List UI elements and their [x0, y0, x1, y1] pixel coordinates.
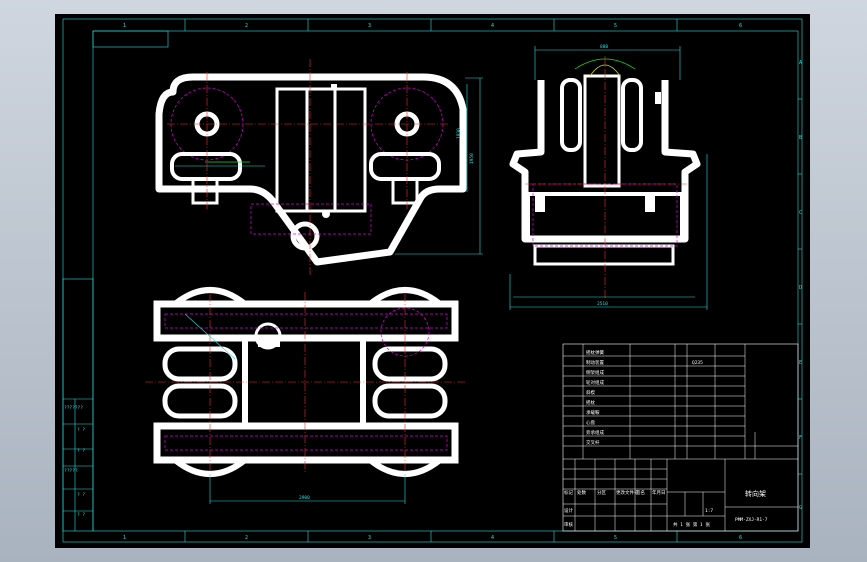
part-7: 承载鞍: [586, 409, 600, 416]
zone-right-a: A: [799, 60, 802, 66]
part-5: 斜楔: [586, 389, 595, 396]
part-3: 侧架组成: [586, 369, 604, 376]
title-block: 摇枕弹簧 制动装置 侧架组成 轮对组成 斜楔 摇枕 承载鞍 心盘 旁承组成 交叉…: [562, 343, 799, 532]
zone-top-3: 3: [368, 23, 371, 29]
zone-top-2: 2: [245, 23, 248, 29]
zone-right-b: B: [799, 135, 802, 141]
zone-bottom-3: 3: [368, 535, 371, 541]
hdr-count: 处数: [577, 489, 586, 496]
zone-top-1: 1: [123, 23, 126, 29]
dim-plan-length: 2900: [299, 495, 310, 501]
zone-bottom-2: 2: [245, 535, 248, 541]
zone-top-6: 6: [739, 23, 742, 29]
dim-side-bottom: 2510: [597, 301, 608, 307]
zone-right-f: F: [799, 435, 802, 441]
hdr-zone: 分区: [597, 489, 606, 496]
part-4: 轮对组成: [586, 379, 604, 386]
zone-right-d: D: [799, 285, 802, 291]
zone-bottom-4: 4: [491, 535, 494, 541]
zone-top-4: 4: [491, 23, 494, 29]
dim-front-height: 1950: [469, 153, 475, 164]
zone-ticks: [184, 19, 802, 542]
part-6: 摇枕: [586, 399, 595, 406]
part-material: Q235: [692, 360, 703, 366]
strip-label-5: ? ?: [77, 492, 85, 498]
drawing-number: PMM-ZXJ-R1-7: [735, 517, 768, 523]
bogie-assembly-drawing: 1 2 3 4 5 6 1 2 3 4 5 6 A B C D E F G ??…: [62, 18, 803, 543]
zone-right-g: G: [799, 505, 802, 511]
dim-side-top: 880: [600, 44, 608, 50]
zone-right-c: C: [799, 210, 802, 216]
weight-scale: 1:7: [705, 508, 713, 514]
dim-front-inner: 1830: [456, 128, 462, 139]
plan-view: 2900: [145, 287, 467, 504]
zone-labels: 1 2 3 4 5 6 1 2 3 4 5 6 A B C D E F G: [123, 23, 802, 541]
top-left-code-box: [92, 30, 169, 48]
zone-bottom-6: 6: [739, 535, 742, 541]
strip-label-6: ? ?: [77, 512, 85, 518]
inner-frame: [92, 30, 799, 532]
side-view: 880 2510: [509, 44, 708, 310]
strip-label-3: ? ?: [77, 448, 85, 454]
front-view: 1950 1830: [155, 59, 483, 276]
drawing-sheet: 1 2 3 4 5 6 1 2 3 4 5 6 A B C D E F G ??…: [55, 14, 810, 548]
sheet-info: 共 1 张 第 1 张: [673, 521, 710, 528]
hdr-change: 更改文件号: [616, 489, 639, 496]
check-label: 审核: [564, 521, 573, 528]
zone-bottom-5: 5: [614, 535, 617, 541]
design-label: 设计: [564, 507, 573, 514]
part-9: 旁承组成: [586, 429, 604, 436]
strip-label-1: ???????: [64, 405, 83, 411]
drawing-title: 转向架: [745, 489, 766, 498]
zone-right-e: E: [799, 360, 802, 366]
zone-bottom-1: 1: [123, 535, 126, 541]
strip-label-2: ? ?: [77, 427, 85, 433]
hdr-date: 年月日: [652, 489, 666, 496]
strip-label-4: ?????: [64, 468, 78, 474]
part-10: 交叉杆: [586, 439, 600, 446]
part-2: 制动装置: [586, 359, 604, 366]
zone-top-5: 5: [614, 23, 617, 29]
left-revision-strip: ??????? ? ? ? ? ????? ? ? ? ?: [62, 278, 94, 532]
part-1: 摇枕弹簧: [586, 349, 604, 356]
hdr-mark: 标记: [564, 489, 573, 496]
part-8: 心盘: [586, 419, 595, 426]
hdr-sign: 签名: [636, 489, 645, 496]
